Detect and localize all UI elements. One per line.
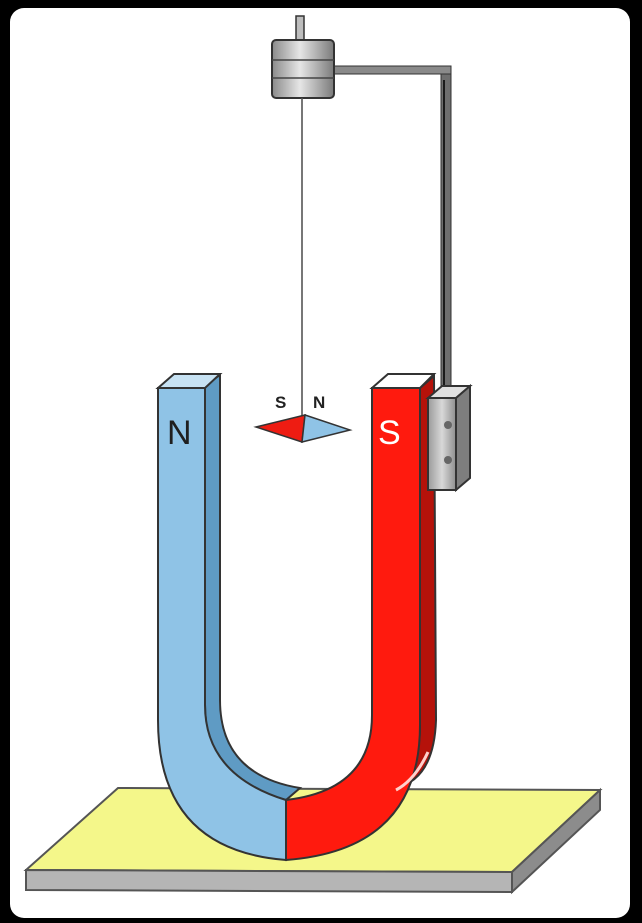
rod-clamp xyxy=(425,383,473,493)
needle-north-half xyxy=(301,413,353,443)
diagram-panel xyxy=(10,8,630,918)
south-pole-label: S xyxy=(378,414,401,452)
base-front xyxy=(25,868,513,894)
needle-north-label: N xyxy=(313,393,325,412)
stand-rod xyxy=(440,65,452,397)
magnet-top-red xyxy=(369,373,437,389)
compass-needle: S N xyxy=(253,393,353,443)
magnet-top-blue xyxy=(155,373,223,389)
suspension-knob xyxy=(295,15,305,41)
horseshoe-magnet: N S xyxy=(155,373,438,862)
north-pole-label: N xyxy=(167,414,192,452)
magnet-front-red xyxy=(285,387,421,862)
needle-south-label: S xyxy=(275,393,286,412)
support-stand xyxy=(271,15,452,422)
base-side xyxy=(511,787,601,895)
suspension-cylinder xyxy=(271,39,335,99)
